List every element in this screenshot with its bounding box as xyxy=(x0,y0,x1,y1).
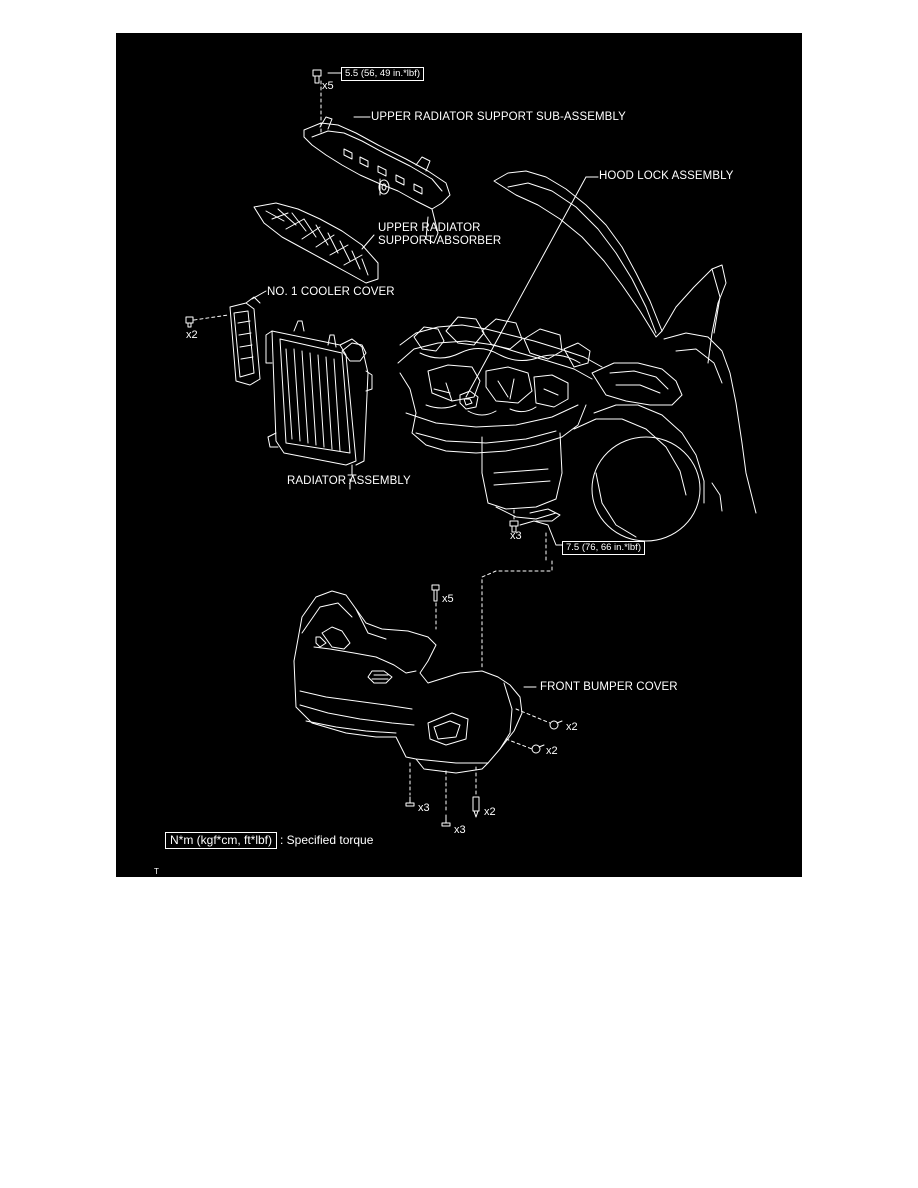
hood-lock-label: HOOD LOCK ASSEMBLY xyxy=(599,170,734,182)
upper-radiator-support-drawing xyxy=(303,116,451,244)
diagram-artwork xyxy=(185,69,757,827)
upper-support-label: UPPER RADIATOR SUPPORT SUB-ASSEMBLY xyxy=(371,111,626,123)
figure-id: T xyxy=(154,867,159,876)
radiator-label: RADIATOR ASSEMBLY xyxy=(287,475,411,487)
absorber-drawing xyxy=(253,202,379,284)
legend-description: : Specified torque xyxy=(280,833,374,847)
bottom-screw-left-qty: x3 xyxy=(418,802,430,814)
cooler-clip-icon xyxy=(185,316,194,328)
lower-support-qty: x3 xyxy=(510,530,522,542)
top-bolt-icon xyxy=(312,69,322,84)
middle-torque-box: 7.5 (76, 66 in.*lbf) xyxy=(562,541,645,555)
hood-lock-leader xyxy=(465,176,587,398)
side-screw-2-icon xyxy=(531,744,545,754)
bottom-screw-right-qty: x2 xyxy=(484,806,496,818)
side-screw-1-qty: x2 xyxy=(566,721,578,733)
top-bolt-qty: x5 xyxy=(322,80,334,92)
absorber-label-line2: SUPPORT ABSORBER xyxy=(378,235,502,247)
bumper-top-clip-icon xyxy=(431,584,440,602)
bottom-screw-mid-qty: x3 xyxy=(454,824,466,836)
cooler-clip-qty: x2 xyxy=(186,329,198,341)
legend-torque-box: N*m (kgf*cm, ft*lbf) xyxy=(165,832,278,849)
cooler-cover-label: NO. 1 COOLER COVER xyxy=(267,286,395,298)
radiator-drawing xyxy=(265,320,373,476)
absorber-label-line1: UPPER RADIATOR xyxy=(378,222,481,234)
lower-torque-dash xyxy=(481,560,553,670)
exploded-view-diagram: 5.5 (56, 49 in.*lbf) x5 UPPER RADIATOR S… xyxy=(116,33,802,877)
cooler-cover-drawing xyxy=(229,296,261,386)
lower-support-bolt-icon xyxy=(509,520,519,533)
cooler-cover-leader xyxy=(251,290,267,300)
side-screw-1-icon xyxy=(549,720,563,730)
bumper-cover-label: FRONT BUMPER COVER xyxy=(540,681,678,693)
bumper-top-clip-qty: x5 xyxy=(442,593,454,605)
bottom-screw-right-icon xyxy=(472,796,480,818)
bottom-screw-mid-icon xyxy=(441,814,451,827)
bottom-screw-left-icon xyxy=(405,796,415,807)
absorber-leader xyxy=(361,234,375,250)
top-torque-box: 5.5 (56, 49 in.*lbf) xyxy=(341,67,424,81)
side-screw-2-qty: x2 xyxy=(546,745,558,757)
front-bumper-drawing xyxy=(293,590,523,774)
